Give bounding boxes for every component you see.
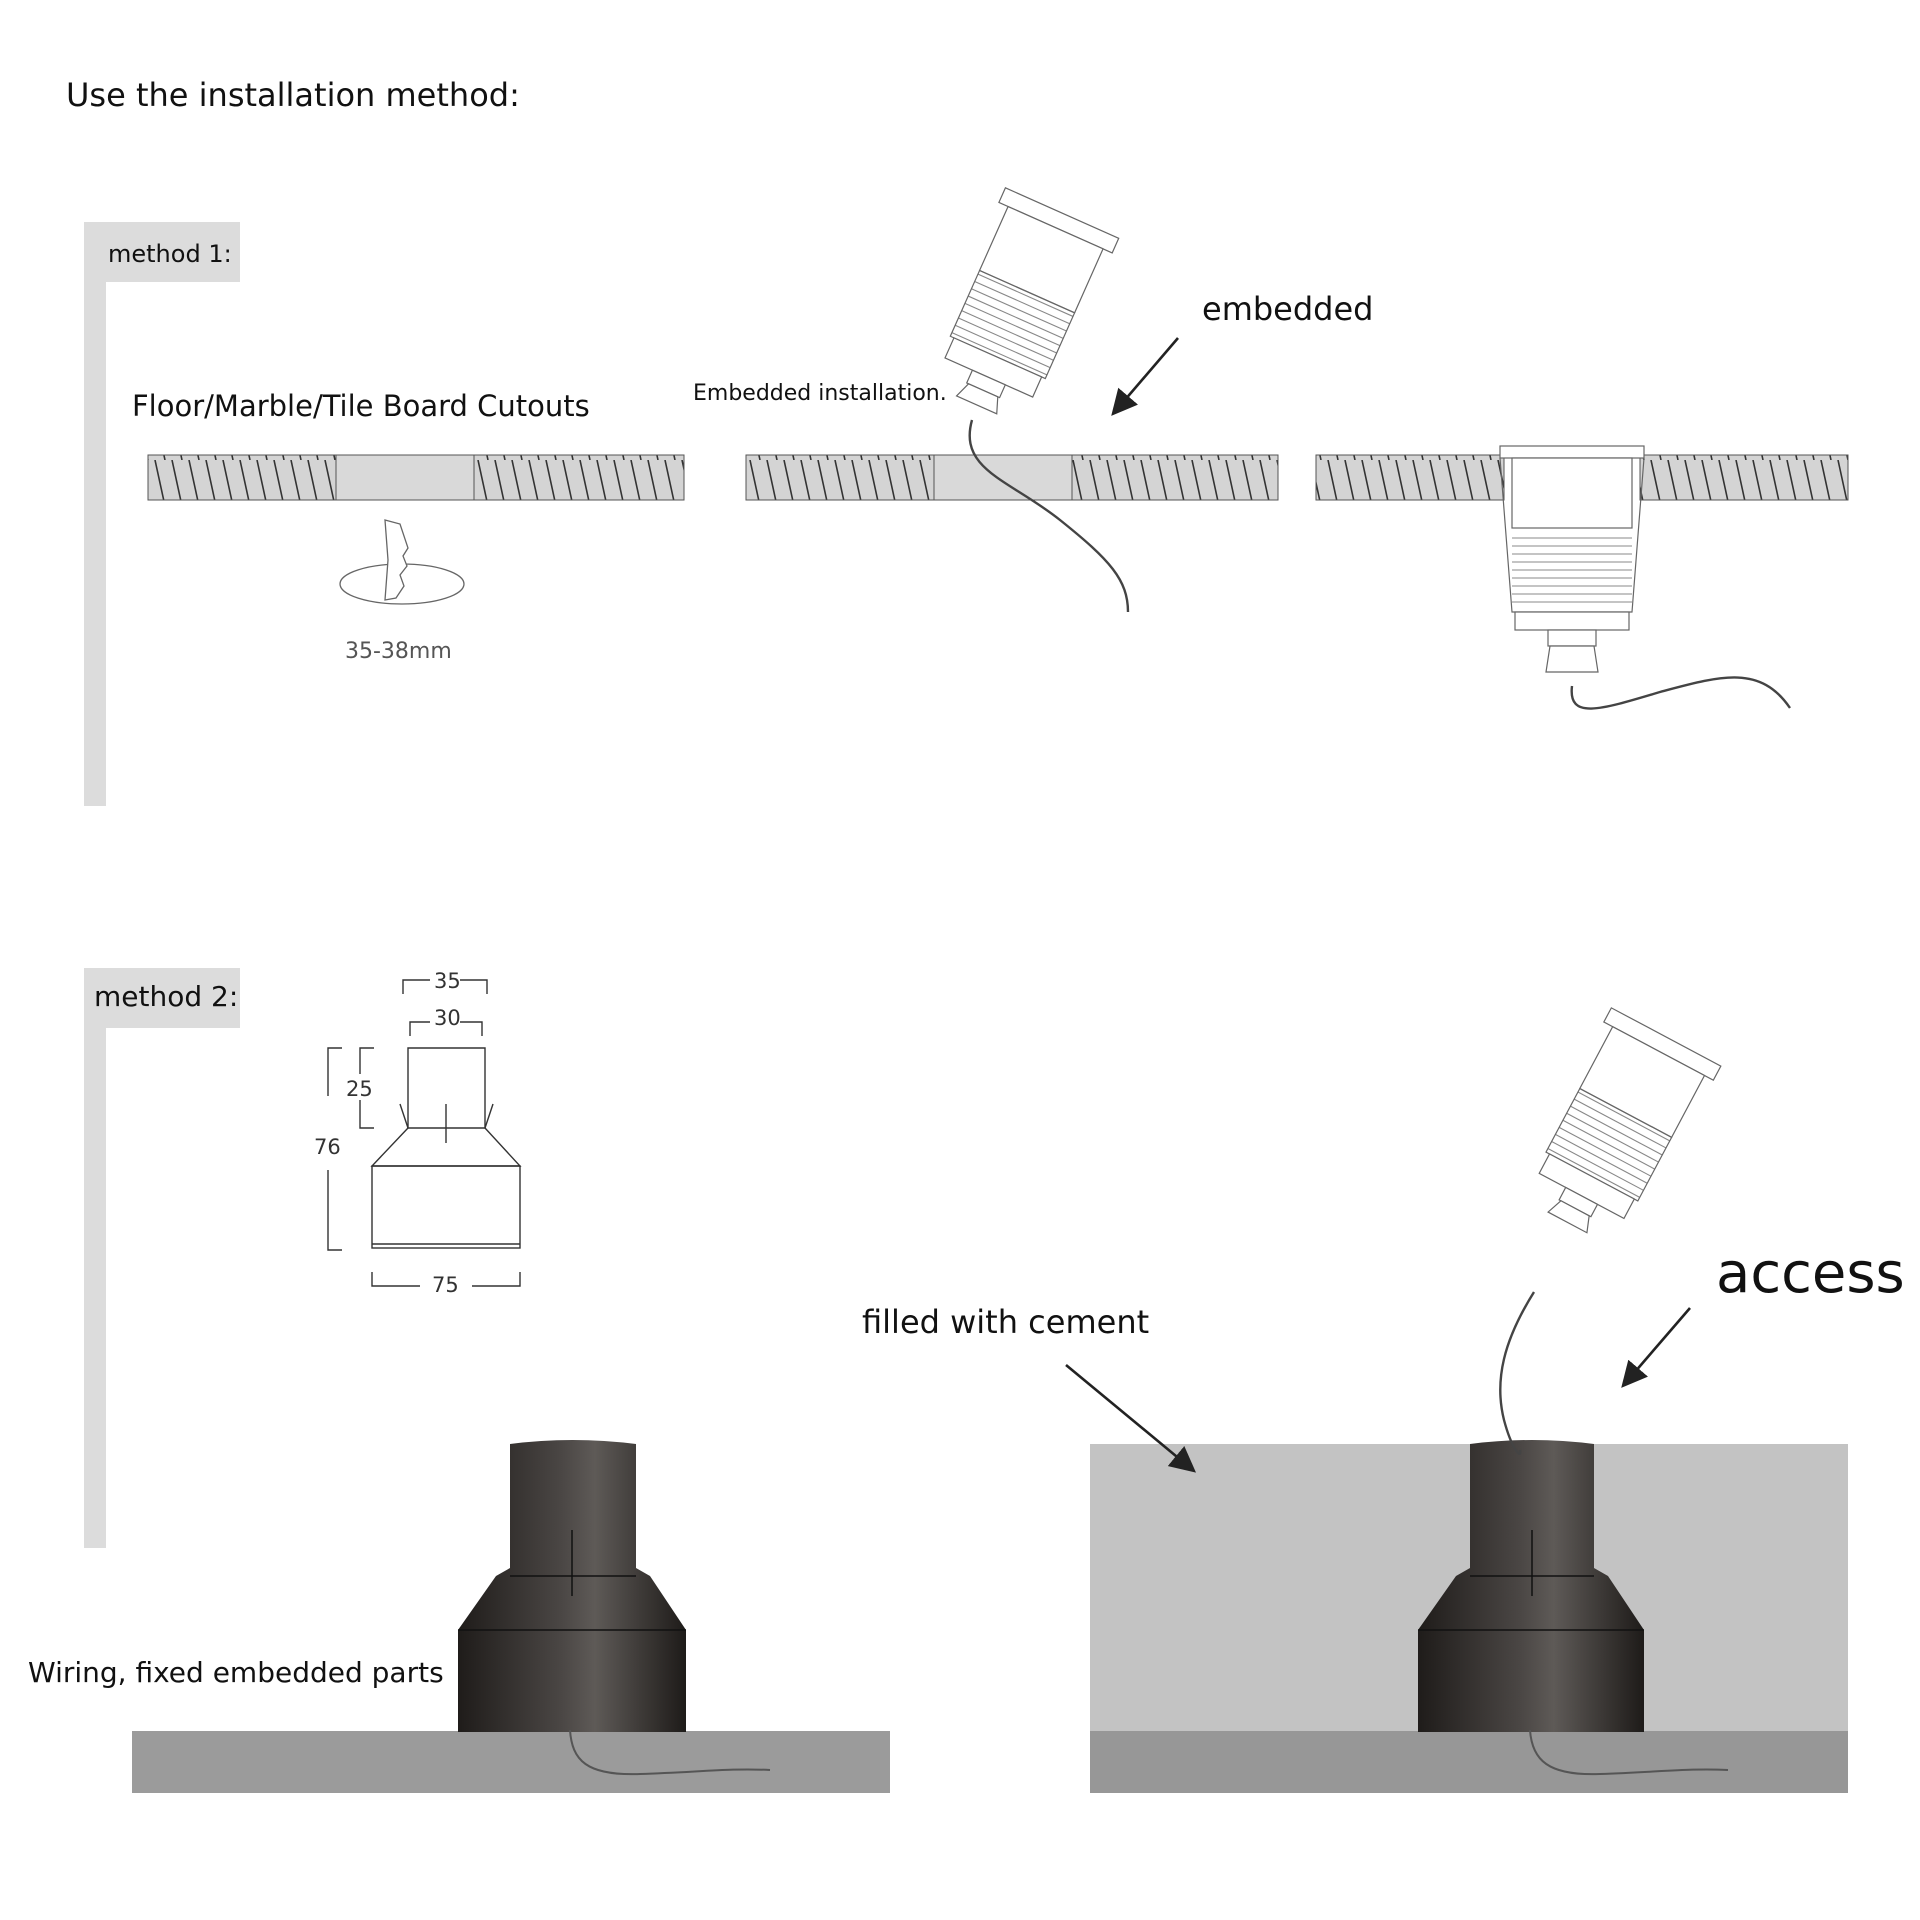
cutout-caption: Floor/Marble/Tile Board Cutouts	[132, 389, 590, 423]
embedded-sleeve-right	[1418, 1440, 1644, 1732]
cable-right-top	[1499, 1291, 1536, 1455]
method1-sidebar	[84, 222, 106, 806]
cable-left	[569, 1729, 771, 1776]
ground-slab-left	[132, 1731, 890, 1793]
tile-embedding	[745, 454, 1279, 501]
tilted-lamp-1	[944, 187, 1120, 415]
dim-top-inner: 30	[434, 1006, 461, 1030]
method1-label: method 1:	[108, 240, 232, 268]
tile-cutout	[147, 454, 685, 501]
dim-top-outer: 35	[434, 969, 461, 993]
cement-caption: filled with cement	[862, 1303, 1149, 1341]
method2-label: method 2:	[94, 980, 238, 1013]
method2-sidebar	[84, 968, 106, 1548]
cable-right-bottom	[1529, 1729, 1729, 1776]
dim-total-height: 76	[314, 1135, 341, 1159]
method1-panel: method 1: Floor/Marble/Tile Board Cutout…	[84, 187, 1849, 806]
method2-panel: method 2: 35 30 25 76 75	[28, 968, 1905, 1793]
embedded-arrow	[1111, 337, 1179, 416]
installed-lamp	[1499, 445, 1645, 673]
dimension-drawing	[327, 979, 522, 1287]
cable-1	[968, 419, 1130, 613]
cement-arrow	[1065, 1363, 1197, 1473]
tile-installed	[1315, 454, 1849, 501]
dim-base-width: 75	[432, 1273, 459, 1297]
access-arrow	[1621, 1307, 1691, 1388]
method2-label-box	[84, 968, 240, 1028]
wiring-caption: Wiring, fixed embedded parts	[28, 1656, 444, 1689]
cable-installed	[1570, 676, 1791, 710]
embedded-sleeve-left	[458, 1440, 686, 1732]
hole-saw-icon	[339, 519, 465, 605]
embedded-installation-caption: Embedded installation.	[693, 381, 947, 406]
page-heading: Use the installation method:	[66, 76, 520, 114]
method1-label-box	[84, 222, 240, 282]
ground-slab-right	[1090, 1731, 1848, 1793]
dim-neck-height: 25	[346, 1077, 373, 1101]
tilted-lamp-2	[1538, 1007, 1722, 1234]
embedded-label: embedded	[1202, 290, 1373, 328]
access-label: access	[1716, 1241, 1905, 1306]
hole-size-label: 35-38mm	[345, 639, 452, 664]
